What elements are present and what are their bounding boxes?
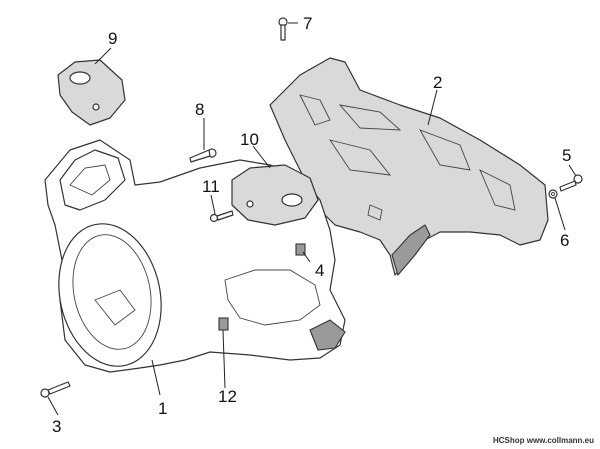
callout-labels: 1 2 3 4 5 6 7 8 9 10 11 12 — [52, 14, 571, 436]
callout-6: 6 — [560, 231, 569, 250]
cap-cover-9 — [57, 59, 126, 126]
callout-5: 5 — [562, 146, 571, 165]
callout-1: 1 — [158, 399, 167, 418]
washer-6 — [548, 189, 558, 199]
callout-7: 7 — [303, 14, 312, 33]
callout-11: 11 — [202, 177, 220, 196]
callout-4: 4 — [315, 261, 324, 280]
clip-12 — [218, 317, 229, 331]
leader-lines — [47, 22, 577, 416]
cap-cover-10 — [231, 164, 319, 226]
callout-3: 3 — [52, 417, 61, 436]
callout-8: 8 — [195, 100, 204, 119]
screw-11 — [209, 210, 234, 223]
screw-8 — [189, 148, 217, 163]
screw-5 — [559, 174, 583, 192]
callout-9: 9 — [108, 29, 117, 48]
watermark-text: HCShop www.collmann.eu — [492, 436, 594, 445]
rear-handlebar-cover — [269, 57, 549, 277]
callout-2: 2 — [433, 73, 442, 92]
callout-12: 12 — [218, 387, 237, 406]
callout-10: 10 — [240, 130, 259, 149]
screw-3 — [40, 381, 71, 398]
screw-7 — [278, 17, 288, 41]
clip-4 — [295, 243, 306, 256]
